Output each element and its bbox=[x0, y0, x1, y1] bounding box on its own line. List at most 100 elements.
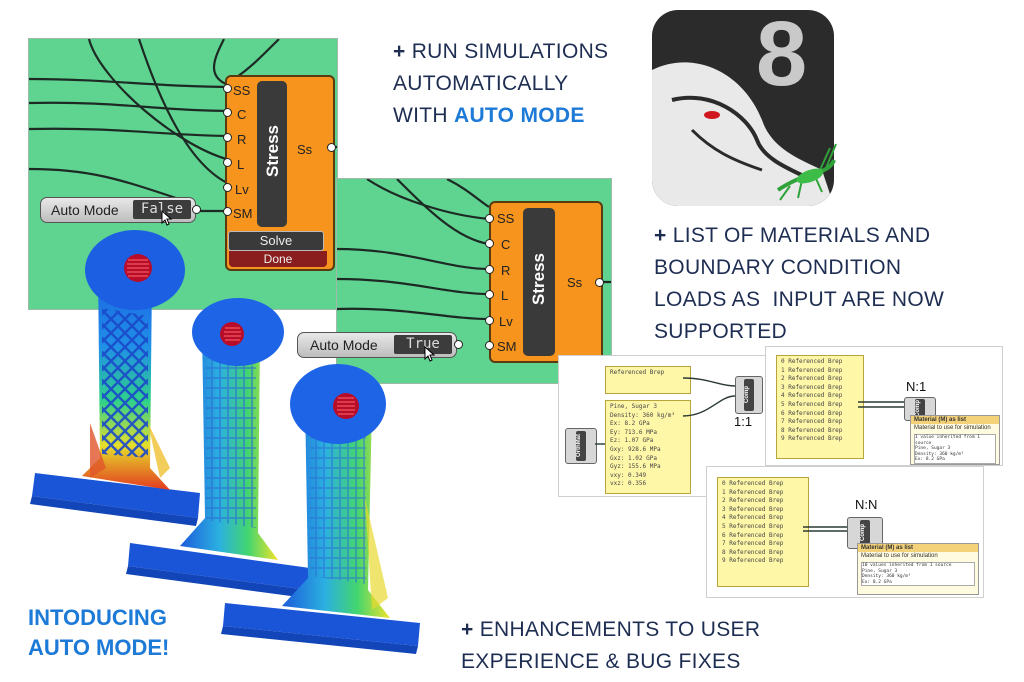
wires bbox=[595, 377, 736, 445]
port-dot[interactable] bbox=[223, 84, 232, 93]
rhino-8-logo: 8 bbox=[652, 10, 834, 206]
headline-line: LOADS AS INPUT ARE NOW bbox=[654, 288, 945, 311]
port-dot[interactable] bbox=[223, 207, 232, 216]
panel-row: 7 Referenced Brep bbox=[722, 540, 784, 548]
screenshot-n-to-one: 0 Referenced Brep 1 Referenced Brep 2 Re… bbox=[765, 346, 1003, 466]
port-dot[interactable] bbox=[485, 316, 494, 325]
panel-row: 2 Referenced Brep bbox=[781, 375, 843, 383]
stress-render-models bbox=[30, 230, 420, 654]
panel-row: Ez: 1.07 GPa bbox=[610, 437, 654, 445]
input-ss-label: SS bbox=[497, 211, 515, 226]
tooltip-row: Ex: 8.2 GPa bbox=[915, 457, 945, 462]
panel-row: 1 Referenced Brep bbox=[722, 488, 784, 496]
input-c-label: C bbox=[237, 107, 247, 122]
stress-component-title: Stress bbox=[529, 253, 548, 305]
port-dot[interactable] bbox=[223, 158, 232, 167]
panel-row: 8 Referenced Brep bbox=[722, 548, 784, 556]
cursor-icon bbox=[161, 210, 173, 226]
panel-row: 1 Referenced Brep bbox=[781, 366, 843, 374]
input-r-label: R bbox=[501, 263, 511, 278]
input-r-label: R bbox=[237, 132, 247, 147]
stress-component[interactable]: Stress SS C R L Lv SM Ss bbox=[489, 201, 603, 363]
panel-row: 4 Referenced Brep bbox=[722, 514, 784, 522]
tooltip-desc: Material to use for simulation bbox=[914, 425, 991, 431]
ratio-label-n-1: N:1 bbox=[906, 379, 927, 394]
orthmat-component[interactable]: OrthMat bbox=[565, 428, 597, 464]
port-dot[interactable] bbox=[485, 341, 494, 350]
panel-row: Gxy: 928.6 MPa bbox=[610, 445, 661, 453]
panel-row: Gxz: 1.02 GPa bbox=[610, 454, 657, 462]
port-dot[interactable] bbox=[595, 278, 604, 287]
port-dot[interactable] bbox=[223, 133, 232, 142]
tooltip-values: 1 value inherited from 1 source Pine, Su… bbox=[914, 434, 996, 464]
panel-row: 9 Referenced Brep bbox=[722, 557, 784, 565]
port-dot[interactable] bbox=[485, 265, 494, 274]
toggle-label: Auto Mode bbox=[51, 202, 119, 218]
stress-component[interactable]: Stress SS C R L Lv SM Ss Solve Done bbox=[225, 75, 335, 271]
panel-row: 5 Referenced Brep bbox=[722, 522, 784, 530]
port-dot[interactable] bbox=[454, 340, 463, 349]
headline-line: LIST OF MATERIALS AND bbox=[672, 224, 931, 247]
tooltip-title: Material (M) as list bbox=[858, 544, 978, 552]
tooltip-row: Pine, Sugar 3 bbox=[915, 446, 951, 451]
panel-row: 5 Referenced Brep bbox=[781, 400, 843, 408]
referenced-brep-panel: Referenced Brep bbox=[605, 366, 691, 394]
material-panel: Pine, Sugar 3 Density: 360 kg/m³ Ex: 8.2… bbox=[605, 400, 691, 494]
input-c-label: C bbox=[501, 237, 511, 252]
model-2 bbox=[126, 298, 310, 598]
headline-accent: AUTO MODE bbox=[454, 104, 585, 127]
canvas-wires bbox=[337, 179, 611, 321]
panel-row: Ey: 713.6 MPa bbox=[610, 428, 657, 436]
tooltip-desc: Material to use for simulation bbox=[861, 553, 938, 559]
headline-line: RUN SIMULATIONS bbox=[411, 40, 609, 63]
panel-row: 4 Referenced Brep bbox=[781, 392, 843, 400]
rhino-icon bbox=[652, 62, 834, 206]
tooltip-row: Pine, Sugar 3 bbox=[862, 568, 898, 574]
input-ss-label: SS bbox=[233, 83, 251, 98]
headline-line: AUTOMATICALLY bbox=[393, 72, 569, 95]
panel-row: Ex: 8.2 GPa bbox=[610, 420, 650, 428]
screenshot-n-to-n: 0 Referenced Brep 1 Referenced Brep 2 Re… bbox=[706, 466, 984, 598]
panel-row: 0 Referenced Brep bbox=[781, 358, 843, 365]
panel-row: 3 Referenced Brep bbox=[722, 505, 784, 513]
solve-button[interactable]: Solve bbox=[228, 231, 324, 251]
toggle-label: Auto Mode bbox=[310, 337, 378, 353]
port-dot[interactable] bbox=[485, 290, 494, 299]
port-dot[interactable] bbox=[192, 205, 201, 214]
port-dot[interactable] bbox=[327, 143, 336, 152]
panel-row: 9 Referenced Brep bbox=[781, 435, 843, 443]
panel-row: 3 Referenced Brep bbox=[781, 383, 843, 391]
panel-row: vxz: 0.356 bbox=[610, 480, 647, 488]
stress-component-core bbox=[523, 208, 555, 356]
input-sm-label: SM bbox=[233, 206, 253, 221]
plus-sign: + bbox=[654, 224, 667, 247]
toggle-value[interactable]: False bbox=[133, 200, 191, 219]
toggle-value[interactable]: True bbox=[394, 335, 452, 354]
headline-line: WITH bbox=[393, 104, 448, 127]
input-sm-label: SM bbox=[497, 339, 517, 354]
input-l-label: L bbox=[501, 288, 509, 303]
comp-component[interactable]: Comp bbox=[735, 376, 763, 414]
panel-row: Pine, Sugar 3 bbox=[610, 403, 657, 410]
stress-component-title: Stress bbox=[263, 125, 282, 177]
port-dot[interactable] bbox=[223, 183, 232, 192]
headline-enhancements: + ENHANCEMENTS TO USER EXPERIENCE & BUG … bbox=[461, 614, 821, 678]
cursor-icon bbox=[424, 346, 436, 362]
ratio-label-1-1: 1:1 bbox=[734, 414, 753, 429]
port-dot[interactable] bbox=[485, 239, 494, 248]
headline-list-materials: + LIST OF MATERIALS AND BOUNDARY CONDITI… bbox=[654, 220, 994, 348]
port-dot[interactable] bbox=[223, 108, 232, 117]
tooltip-values: 10 values inherited from 1 source Pine, … bbox=[861, 562, 975, 586]
panel-row: 8 Referenced Brep bbox=[781, 426, 843, 434]
panel-row: Gyz: 155.6 MPa bbox=[610, 463, 661, 471]
input-l-label: L bbox=[237, 157, 245, 172]
port-dot[interactable] bbox=[485, 214, 494, 223]
ratio-label-n-n: N:N bbox=[855, 497, 878, 512]
headline-line: ENHANCEMENTS TO USER bbox=[479, 618, 761, 641]
plus-sign: + bbox=[461, 618, 474, 641]
tooltip-row: Density: 360 kg/m³ bbox=[915, 451, 964, 457]
material-list-tooltip: Material (M) as list Material to use for… bbox=[857, 543, 979, 595]
tooltip-row: 10 values inherited from 1 source bbox=[862, 563, 952, 568]
wires bbox=[803, 526, 847, 532]
headline-line: EXPERIENCE & BUG FIXES bbox=[461, 650, 741, 673]
